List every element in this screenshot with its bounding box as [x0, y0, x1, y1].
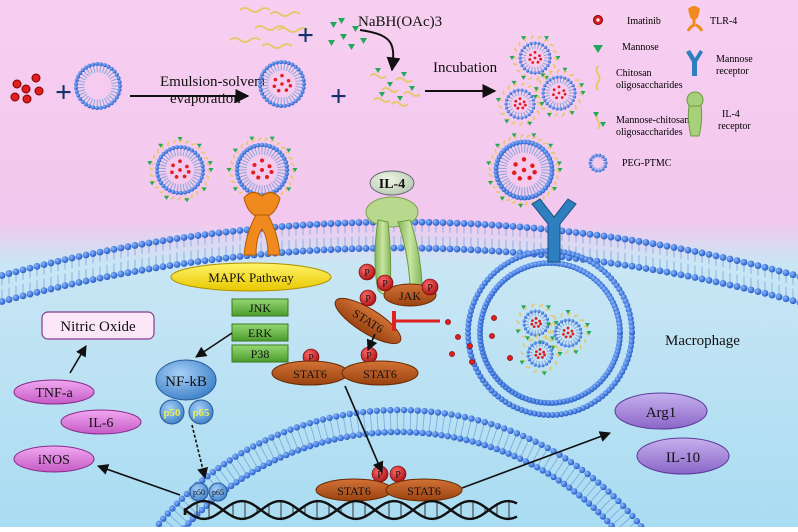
- plus-sign-2: +: [330, 80, 347, 113]
- legend-label: PEG-PTMC: [622, 158, 672, 169]
- il10-pill: IL-10: [637, 438, 729, 474]
- phosphate-label: P: [366, 351, 372, 362]
- legend-label: Imatinib: [627, 16, 661, 27]
- nitric-oxide-label: Nitric Oxide: [60, 319, 136, 335]
- erk-label: ERK: [248, 326, 272, 340]
- legend-label: Mannose: [622, 42, 659, 53]
- step2-label: Incubation: [433, 60, 498, 76]
- il6-pill: IL-6: [61, 410, 141, 434]
- phosphate-label: P: [395, 470, 401, 481]
- stat6-b-label: STAT6: [363, 367, 397, 381]
- p38-label: P38: [251, 347, 270, 361]
- nfkb-label: NF-kB: [165, 374, 207, 390]
- nuclear-stat6-b-label: STAT6: [407, 484, 441, 498]
- il10-label: IL-10: [666, 450, 700, 466]
- stat6-a-label: STAT6: [293, 367, 327, 381]
- p38-box: P38: [232, 345, 288, 362]
- plus-sign: +: [55, 76, 72, 109]
- reagent-label: NaBH(OAc)3: [358, 14, 442, 30]
- phosphate-label: P: [427, 283, 433, 294]
- inos-label: iNOS: [38, 453, 70, 468]
- jnk-label: JNK: [249, 301, 271, 315]
- phosphate-label: P: [365, 294, 371, 305]
- legend-label: oligosaccharides: [616, 80, 683, 91]
- step1-label-line2: evaporation: [170, 91, 241, 107]
- legend-label: IL-4: [722, 109, 740, 120]
- nitric-oxide-box: Nitric Oxide: [42, 312, 154, 339]
- legend-label: Mannose-chitosan: [616, 115, 689, 126]
- tnfa-pill: TNF-a: [14, 380, 94, 404]
- phosphate-label: P: [364, 268, 370, 279]
- p65-label: p65: [192, 407, 210, 419]
- step1-label: Emulsion-solvent: [160, 74, 267, 90]
- legend-label: oligosaccharides: [616, 127, 683, 138]
- phosphate-label: P: [382, 279, 388, 290]
- jak-label: JAK: [399, 289, 421, 303]
- jnk-box: JNK: [232, 299, 288, 316]
- legend-label: Chitosan: [616, 68, 652, 79]
- nuclear-p50-label: p50: [193, 488, 205, 497]
- p50-label: p50: [163, 407, 181, 419]
- il6-label: IL-6: [89, 416, 114, 431]
- nuclear-p65-label: p65: [212, 488, 224, 497]
- mapk-label: MAPK Pathway: [208, 270, 294, 285]
- macrophage-label: Macrophage: [665, 333, 740, 349]
- legend-label: Mannose: [716, 54, 753, 65]
- plus-sign-3: +: [297, 19, 314, 52]
- il4-ligand: IL-4: [370, 171, 414, 195]
- inos-pill: iNOS: [14, 446, 94, 472]
- arg1-label: Arg1: [646, 405, 677, 421]
- erk-box: ERK: [232, 324, 288, 341]
- legend-label: receptor: [718, 121, 751, 132]
- legend-label: TLR-4: [710, 16, 737, 27]
- arg1-pill: Arg1: [615, 393, 707, 429]
- il4-label: IL-4: [379, 177, 405, 192]
- mapk-pathway: MAPK Pathway: [171, 263, 331, 291]
- tnfa-label: TNF-a: [35, 386, 73, 401]
- legend-label: receptor: [716, 66, 749, 77]
- nuclear-stat6-a-label: STAT6: [337, 484, 371, 498]
